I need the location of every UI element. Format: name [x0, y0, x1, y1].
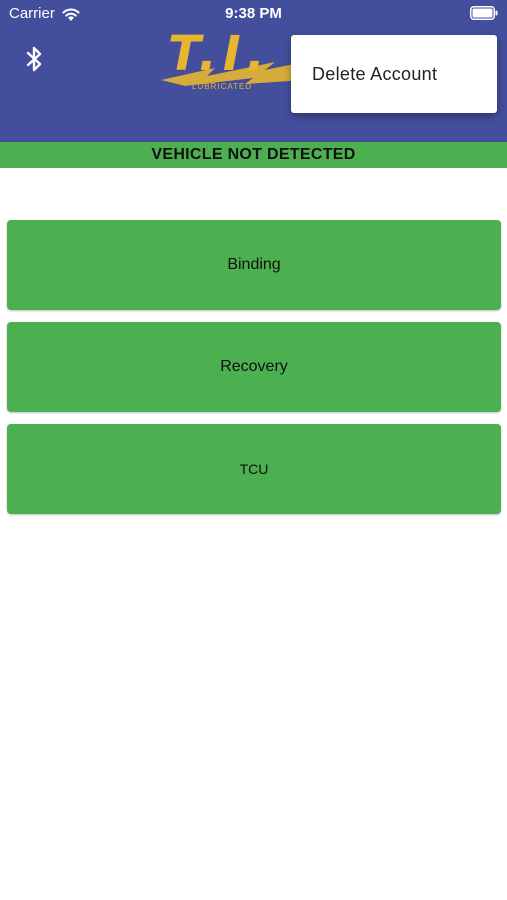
- carrier-info: Carrier: [9, 5, 81, 23]
- overflow-menu: Delete Account: [291, 35, 497, 113]
- status-bar: Carrier 9:38 PM: [0, 0, 507, 28]
- status-time: 9:38 PM: [225, 5, 282, 22]
- app-bar: Carrier 9:38 PM T.I. LUBRICATE: [0, 0, 507, 142]
- battery-icon: [470, 6, 498, 20]
- carrier-label: Carrier: [9, 5, 55, 22]
- logo-text: T.I.: [168, 26, 271, 82]
- logo-subtitle: LUBRICATED: [192, 82, 253, 91]
- binding-button-label: Binding: [227, 256, 281, 273]
- logo-graphic: [161, 56, 333, 86]
- binding-button[interactable]: Binding: [7, 220, 501, 310]
- bluetooth-icon[interactable]: [20, 44, 48, 74]
- vehicle-status-banner: VEHICLE NOT DETECTED: [0, 142, 507, 168]
- wifi-icon: [62, 8, 80, 21]
- tcu-button-label: TCU: [239, 461, 269, 477]
- tcu-button[interactable]: TCU: [7, 424, 501, 514]
- delete-account-menu-item[interactable]: Delete Account: [312, 63, 438, 84]
- brand-logo: [155, 22, 355, 94]
- recovery-button[interactable]: Recovery: [7, 322, 501, 412]
- recovery-button-label: Recovery: [220, 358, 288, 375]
